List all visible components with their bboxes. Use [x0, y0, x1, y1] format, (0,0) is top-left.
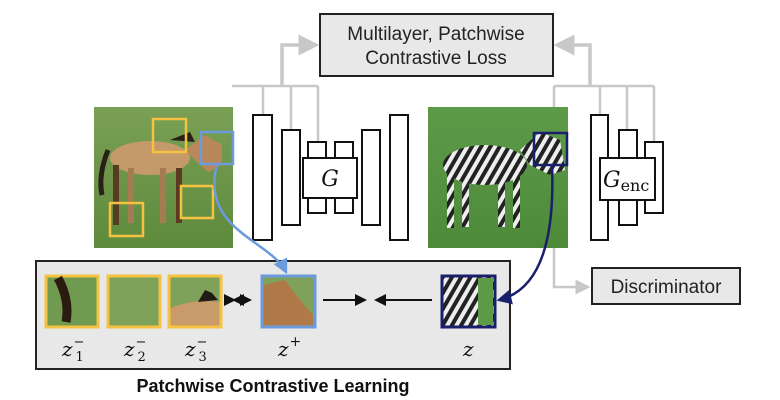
label-z-pos: z+ — [277, 334, 301, 361]
positive-patch-curve — [213, 163, 288, 275]
discriminator-label: Discriminator — [611, 277, 723, 298]
zebra-output-image — [428, 107, 569, 248]
contrastive-loss-box: Multilayer, Patchwise Contrastive Loss — [319, 13, 554, 77]
horse-input-image — [94, 107, 235, 248]
generator-label: G — [321, 167, 339, 192]
patch-z2-neg — [106, 274, 162, 329]
label-z3: z−3 — [184, 335, 207, 365]
patch-z-pos — [260, 274, 317, 329]
query-patch-box — [532, 131, 569, 167]
patch-z1-neg — [44, 274, 100, 329]
generator-network — [252, 114, 409, 241]
encoder-network — [590, 114, 664, 241]
patch-z3-neg — [167, 274, 223, 329]
label-z: z — [462, 337, 474, 361]
patch-z-query — [440, 274, 497, 329]
encoder-label: Genc — [603, 168, 649, 195]
label-z2: z−2 — [123, 335, 146, 365]
negative-patch-box — [179, 184, 215, 220]
query-patch-curve — [496, 164, 554, 305]
label-z1: z−1 — [61, 335, 84, 365]
discriminator-box: Discriminator — [591, 267, 741, 305]
connector-lines — [232, 34, 656, 295]
panel-title: Patchwise Contrastive Learning — [136, 376, 409, 396]
negative-patch-box — [108, 201, 145, 238]
negative-patch-box — [151, 117, 188, 154]
loss-line-2: Contrastive Loss — [365, 48, 507, 69]
loss-line-1: Multilayer, Patchwise — [347, 24, 524, 45]
patchwise-panel: z−1 z−2 z−3 z+ z — [35, 260, 511, 370]
